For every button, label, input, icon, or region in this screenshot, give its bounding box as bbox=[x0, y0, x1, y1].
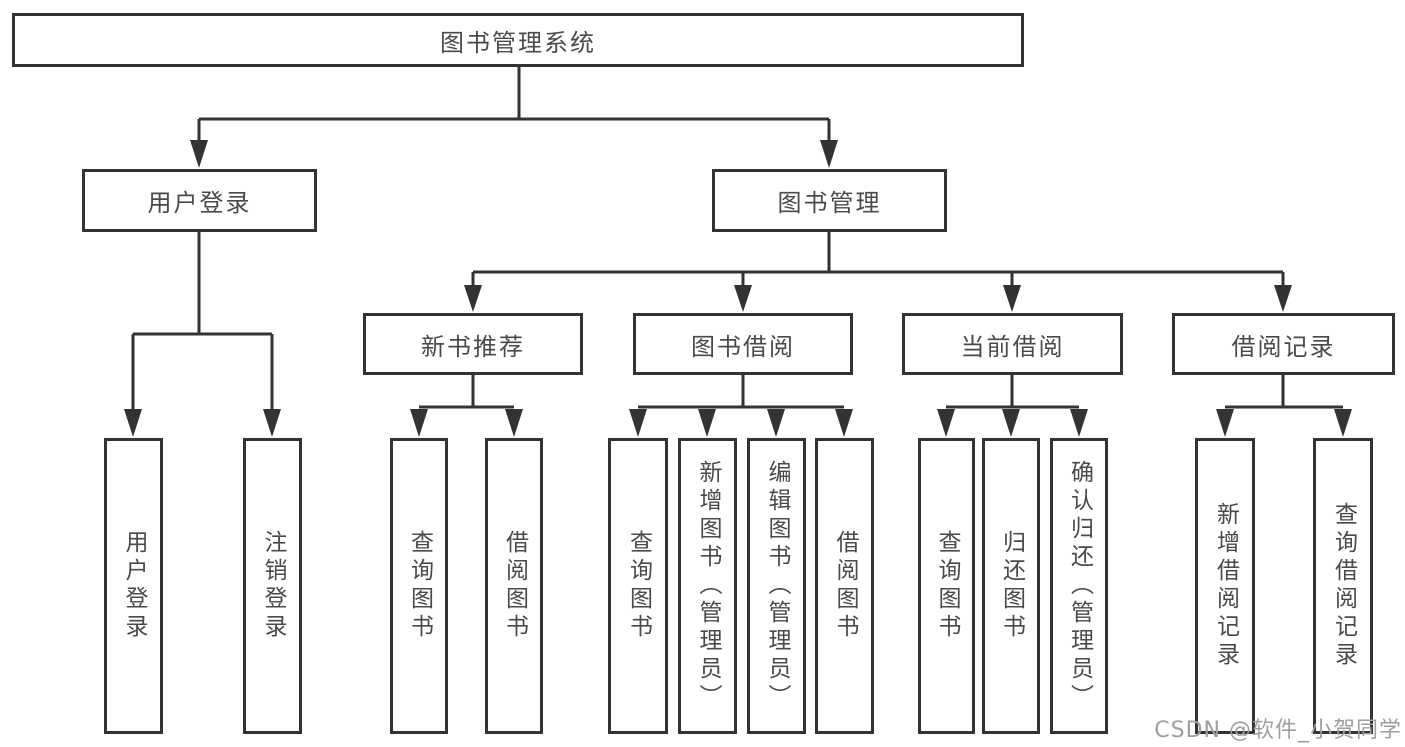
leaf-label: 注销登录 bbox=[260, 530, 286, 642]
arrowhead-icon bbox=[767, 409, 785, 437]
node-book-borrowing: 图书借阅 bbox=[633, 313, 853, 375]
arrowhead-icon bbox=[1003, 285, 1021, 312]
arrowhead-icon bbox=[263, 409, 281, 437]
leaf-label: 查询图书 bbox=[406, 530, 433, 642]
leaf-label: 用户登录 bbox=[121, 530, 147, 642]
leaf-query-books-recommend: 查询图书 bbox=[390, 438, 448, 734]
leaf-label: 借阅图书 bbox=[501, 530, 528, 642]
node-library-system: 图书管理系统 bbox=[12, 13, 1024, 67]
leaf-label: 查询图书 bbox=[934, 530, 960, 642]
arrowhead-icon bbox=[124, 409, 142, 437]
node-current-borrowing: 当前借阅 bbox=[902, 313, 1123, 375]
node-label: 图书管理系统 bbox=[440, 28, 596, 57]
node-label: 图书借阅 bbox=[691, 332, 795, 361]
leaf-query-borrow-record: 查询借阅记录 bbox=[1313, 438, 1373, 734]
leaf-label: 新增图书（管理员） bbox=[695, 460, 721, 712]
arrowhead-icon bbox=[1274, 285, 1292, 312]
node-label: 新书推荐 bbox=[421, 332, 525, 361]
leaf-label: 查询借阅记录 bbox=[1330, 502, 1357, 670]
leaf-edit-books-admin: 编辑图书（管理员） bbox=[747, 438, 806, 734]
arrowhead-icon bbox=[820, 140, 838, 168]
leaf-query-books-borrow: 查询图书 bbox=[608, 438, 668, 734]
node-book-management: 图书管理 bbox=[712, 169, 947, 232]
leaf-add-borrow-record: 新增借阅记录 bbox=[1195, 438, 1255, 734]
leaf-borrow-books-recommend: 借阅图书 bbox=[485, 438, 543, 734]
connector-current-to-leaves bbox=[937, 375, 1088, 437]
arrowhead-icon bbox=[410, 409, 428, 437]
leaf-label: 归还图书 bbox=[998, 530, 1025, 642]
leaf-query-books-current: 查询图书 bbox=[918, 438, 975, 734]
leaf-borrow-books: 借阅图书 bbox=[815, 438, 874, 734]
arrowhead-icon bbox=[1002, 409, 1020, 437]
leaf-add-books-admin: 新增图书（管理员） bbox=[678, 438, 737, 734]
leaf-user-login: 用户登录 bbox=[104, 438, 163, 734]
connector-root-to-level2 bbox=[190, 67, 838, 168]
arrowhead-icon bbox=[629, 409, 647, 437]
leaf-label: 编辑图书（管理员） bbox=[764, 460, 790, 712]
arrowhead-icon bbox=[937, 409, 955, 437]
connector-bookmgmt-to-level3 bbox=[464, 232, 1292, 312]
leaf-label: 借阅图书 bbox=[832, 530, 858, 642]
connector-borrow-to-leaves bbox=[629, 375, 853, 437]
leaf-label: 查询图书 bbox=[625, 530, 652, 642]
arrowhead-icon bbox=[1216, 409, 1234, 437]
arrowhead-icon bbox=[505, 409, 523, 437]
node-label: 借阅记录 bbox=[1231, 332, 1336, 361]
node-borrowing-records: 借阅记录 bbox=[1172, 313, 1395, 375]
leaf-label: 确认归还（管理员） bbox=[1066, 460, 1093, 712]
leaf-confirm-return-admin: 确认归还（管理员） bbox=[1050, 438, 1108, 734]
csdn-watermark: CSDN @软件_小贺同学 bbox=[1154, 718, 1402, 743]
arrowhead-icon bbox=[1334, 409, 1352, 437]
node-new-book-recommend: 新书推荐 bbox=[363, 313, 583, 375]
node-user-login: 用户登录 bbox=[82, 169, 317, 232]
connector-userlogin-to-leaves bbox=[124, 232, 281, 437]
arrowhead-icon bbox=[1070, 409, 1088, 437]
arrowhead-icon bbox=[734, 285, 752, 312]
arrowhead-icon bbox=[698, 409, 716, 437]
node-label: 用户登录 bbox=[147, 189, 252, 217]
arrowhead-icon bbox=[835, 409, 853, 437]
leaf-label: 新增借阅记录 bbox=[1212, 502, 1239, 670]
leaf-logout: 注销登录 bbox=[243, 438, 302, 734]
node-label: 当前借阅 bbox=[960, 332, 1065, 361]
arrowhead-icon bbox=[464, 285, 482, 312]
connector-records-to-leaves bbox=[1216, 375, 1352, 437]
connector-newbook-to-leaves bbox=[410, 375, 523, 437]
arrowhead-icon bbox=[190, 140, 208, 168]
leaf-return-books: 归还图书 bbox=[982, 438, 1040, 734]
node-label: 图书管理 bbox=[777, 189, 882, 217]
